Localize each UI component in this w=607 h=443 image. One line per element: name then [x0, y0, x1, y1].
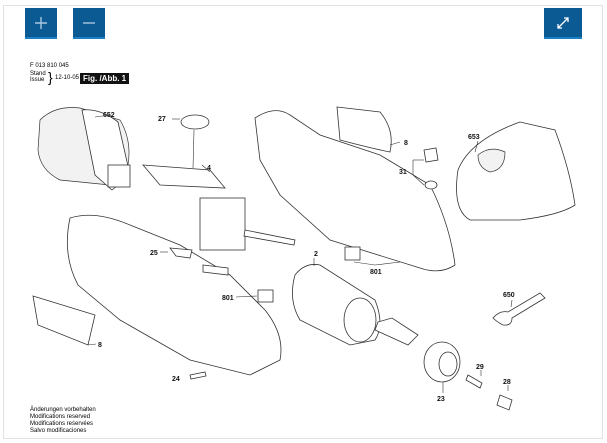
housing-right-half-part: [254, 110, 456, 272]
figure-tag: Fig. /Abb. 1: [80, 73, 130, 84]
issue-date: 12-10-05: [55, 75, 80, 81]
label-8-upper: 8: [404, 140, 408, 147]
housing-cap-part: [423, 341, 461, 393]
motor-shaft-part: [374, 317, 419, 346]
motor-part: [292, 258, 381, 346]
label-29: 29: [476, 364, 484, 371]
footer-notes: Änderungen vorbehalten Modifications res…: [30, 407, 96, 435]
footer-note-fr: Modifications reśervées: [30, 421, 94, 427]
wrench-part: [492, 292, 546, 326]
housing-left-half-part: [66, 214, 282, 376]
nameplate-lower-part: [32, 295, 96, 346]
collet-part: [465, 374, 483, 389]
label-653: 653: [468, 134, 480, 141]
pad-801-left-part: [257, 289, 274, 303]
nameplate-upper-part: [336, 106, 392, 153]
label-8-lower: 8: [98, 342, 102, 349]
screw-part: [189, 371, 207, 380]
stand-label: Stand: [30, 71, 46, 77]
label-23: 23: [437, 396, 445, 403]
label-24: 24: [172, 376, 180, 383]
label-2: 2: [314, 251, 318, 258]
footer-note-en: Modifications reserved: [30, 414, 91, 420]
label-4: 4: [207, 165, 211, 172]
label-25: 25: [150, 250, 158, 257]
collet-nut-part: [496, 394, 513, 411]
label-801-right: 801: [370, 269, 382, 276]
part-number: F 013 810 045: [30, 63, 69, 69]
lock-button-part: [412, 147, 439, 190]
label-31: 31: [399, 169, 407, 176]
brace-glyph: }: [48, 69, 53, 85]
clip-part: [169, 247, 193, 259]
footer-note-de: Änderungen vorbehalten: [30, 407, 96, 413]
label-28: 28: [503, 379, 511, 386]
label-650: 650: [503, 292, 515, 299]
pad-801-left-strip-part: [202, 264, 229, 276]
zoom-in-button[interactable]: [25, 8, 57, 39]
minus-icon: [83, 21, 95, 24]
plus-icon: [35, 16, 47, 29]
cap-part: [180, 114, 210, 130]
zoom-out-button[interactable]: [73, 8, 105, 39]
label-801-left: 801: [222, 295, 234, 302]
stand-issue-label: Stand Issue: [30, 71, 46, 83]
fullscreen-button[interactable]: [544, 8, 582, 39]
label-27: 27: [158, 116, 166, 123]
battery-pack-part: [37, 107, 131, 191]
footer-note-es: Salvo modificaciones: [30, 428, 87, 434]
switch-assembly-part: [142, 164, 296, 251]
issue-label: Issue: [30, 77, 45, 83]
expand-arrows-icon: [557, 16, 569, 29]
pad-801-right-part: [344, 246, 361, 261]
charger-part: [456, 121, 576, 221]
label-652: 652: [103, 112, 115, 119]
